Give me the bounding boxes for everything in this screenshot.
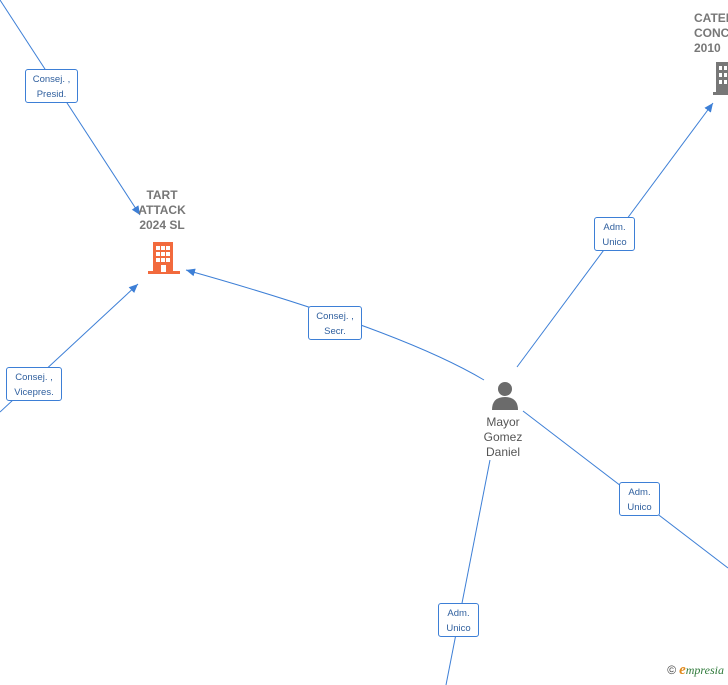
edge-line-presid [0, 0, 141, 216]
edge-label-adm-unico-right[interactable]: Adm. Unico [619, 482, 660, 516]
building-icon[interactable] [713, 62, 728, 96]
brand-name: mpresia [685, 663, 724, 677]
copyright-symbol: © [667, 663, 677, 677]
edge-label-consej-presid[interactable]: Consej. , Presid. [25, 69, 78, 103]
edge-label-consej-vicepres[interactable]: Consej. , Vicepres. [6, 367, 62, 401]
edge-line-adm-bottom [445, 459, 491, 685]
edge-label-consej-secr[interactable]: Consej. , Secr. [308, 306, 362, 340]
empresia-watermark: © empresia [667, 662, 724, 679]
brand-initial: e [679, 662, 686, 678]
company-label-catering[interactable]: CATER CONC 2010 [694, 11, 728, 55]
person-label-mayor-gomez-daniel[interactable]: Mayor Gomez Daniel [483, 415, 523, 459]
edge-label-adm-unico-top[interactable]: Adm. Unico [594, 217, 635, 251]
edge-label-adm-unico-bottom[interactable]: Adm. Unico [438, 603, 479, 637]
person-icon[interactable] [490, 380, 520, 410]
company-label-tart-attack[interactable]: TART ATTACK 2024 SL [138, 188, 186, 232]
building-icon[interactable] [148, 240, 180, 276]
edge-line-secr [185, 268, 485, 381]
